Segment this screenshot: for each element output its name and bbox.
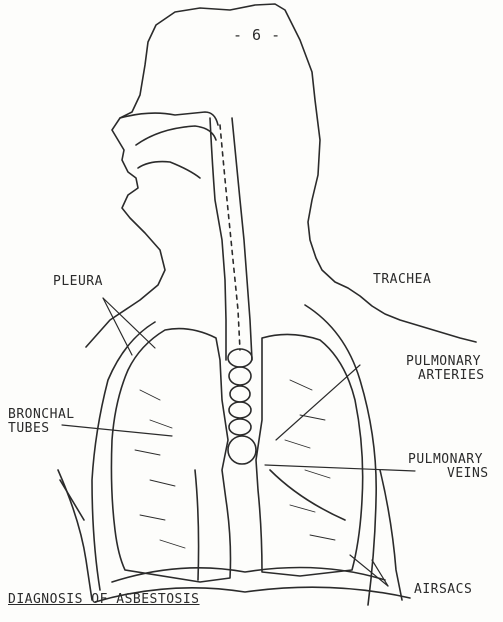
leader-lines — [62, 298, 415, 586]
label-trachea: TRACHEA — [373, 272, 431, 287]
trachea-right-wall — [232, 118, 252, 360]
head-outline — [86, 4, 476, 347]
label-pulmonary-arteries-line1: PULMONARY — [406, 354, 481, 369]
right-lung — [256, 334, 363, 576]
lung-shading — [135, 380, 335, 548]
left-lung — [111, 329, 230, 582]
left-lung-lobe — [195, 470, 199, 580]
arm-line — [60, 480, 84, 520]
label-pulmonary-arteries-line2: ARTERIES — [418, 368, 485, 383]
torso-right-side — [380, 470, 402, 600]
oral-cavity — [120, 112, 218, 125]
bronchial-rings — [228, 349, 256, 464]
caption-diagnosis: DIAGNOSIS OF ASBESTOSIS — [8, 592, 200, 607]
label-pleura: PLEURA — [53, 274, 103, 289]
label-bronchal-tubes-line1: BRONCHAL — [8, 407, 75, 422]
label-bronchal-tubes-line2: TUBES — [8, 421, 50, 436]
trachea-inner — [220, 125, 240, 350]
tongue — [136, 126, 216, 145]
label-pulmonary-veins-line1: PULMONARY — [408, 452, 483, 467]
label-pulmonary-veins-line2: VEINS — [447, 466, 489, 481]
left-lung-border — [92, 322, 155, 590]
throat-curve — [138, 162, 200, 178]
trachea-left-wall — [210, 118, 226, 360]
right-lung-lobe — [270, 470, 345, 520]
page-number: - 6 - — [233, 28, 281, 43]
label-airsacs: AIRSACS — [414, 582, 472, 597]
torso-left-side — [58, 470, 92, 600]
right-lung-border — [305, 305, 376, 605]
